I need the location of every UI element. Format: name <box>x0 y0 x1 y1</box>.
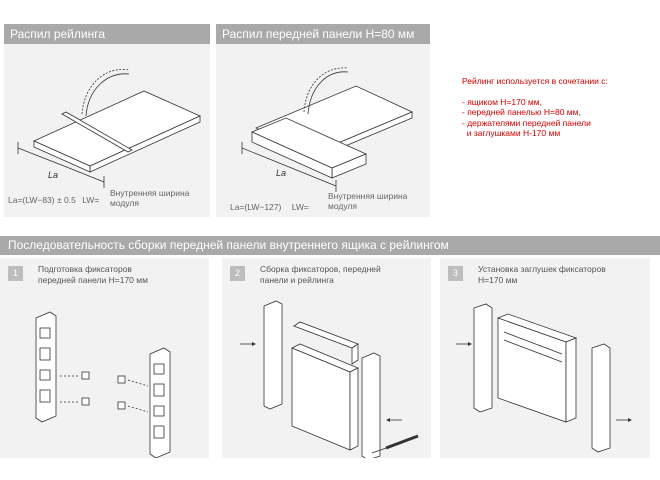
usage-note-item: - передней панелью H=80 мм, <box>462 107 581 117</box>
rail-lw-desc-2: модуля <box>110 198 139 208</box>
step-2-title-line-2: панели и рейлинга <box>260 274 334 285</box>
rail-cut-title: Распил рейлинга <box>4 24 210 44</box>
rail-cut-panel: Распил рейлинга La La=(LW−83) ± 0.5 LW= … <box>4 24 210 217</box>
front-panel-lw-desc-1: Внутренняя ширина <box>328 191 408 201</box>
step-2-title-line-1: Сборка фиксаторов, передней <box>260 264 381 274</box>
rail-cut-diagram: La <box>17 69 201 188</box>
step-3-panel: 3 Установка заглушек фиксаторов H=170 мм <box>440 258 650 458</box>
rail-dim-label: La <box>48 170 58 180</box>
step-3-number: 3 <box>448 266 463 281</box>
rail-lw-desc-1: Внутренняя ширина <box>110 188 190 198</box>
front-panel-lw: LW= <box>291 202 309 212</box>
front-panel-cut-diagram: La <box>241 67 413 192</box>
step-1-diagram <box>35 311 171 458</box>
usage-note-item: - ящиком H=170 мм, <box>462 96 542 107</box>
front-panel-dim-label: La <box>276 168 286 178</box>
step-1-title-line-2: передней панели H=170 мм <box>38 274 148 285</box>
step-1-title-line-1: Подготовка фиксаторов <box>38 264 132 274</box>
step-3-title-line-2: H=170 мм <box>478 274 518 285</box>
usage-note: Рейлинг используется в сочетании с: - ящ… <box>462 76 657 139</box>
usage-note-item: и заглушками H-170 мм <box>462 128 561 138</box>
usage-note-heading: Рейлинг используется в сочетании с: <box>462 76 608 86</box>
front-panel-cut-title: Распил передней панели H=80 мм <box>216 24 430 44</box>
step-3-diagram <box>456 303 632 453</box>
step-2-panel: 2 Сборка фиксаторов, передней панели и р… <box>222 258 431 458</box>
step-3-title-line-1: Установка заглушек фиксаторов <box>478 264 606 274</box>
step-1-panel: 1 Подготовка фиксаторов передней панели … <box>0 258 209 458</box>
step-1-number: 1 <box>8 266 23 281</box>
rail-lw: LW= <box>82 195 100 205</box>
usage-note-item: - держателями передней панели <box>462 117 591 128</box>
front-panel-lw-desc-2: модуля <box>328 201 357 211</box>
step-2-number: 2 <box>230 266 245 281</box>
rail-formula: La=(LW−83) ± 0.5 <box>8 195 76 205</box>
front-panel-cut-panel: Распил передней панели H=80 мм La La=(LW… <box>216 24 430 217</box>
assembly-sequence-title: Последовательность сборки передней панел… <box>0 236 660 255</box>
step-2-diagram <box>240 300 419 458</box>
front-panel-formula: La=(LW−127) <box>230 202 282 212</box>
